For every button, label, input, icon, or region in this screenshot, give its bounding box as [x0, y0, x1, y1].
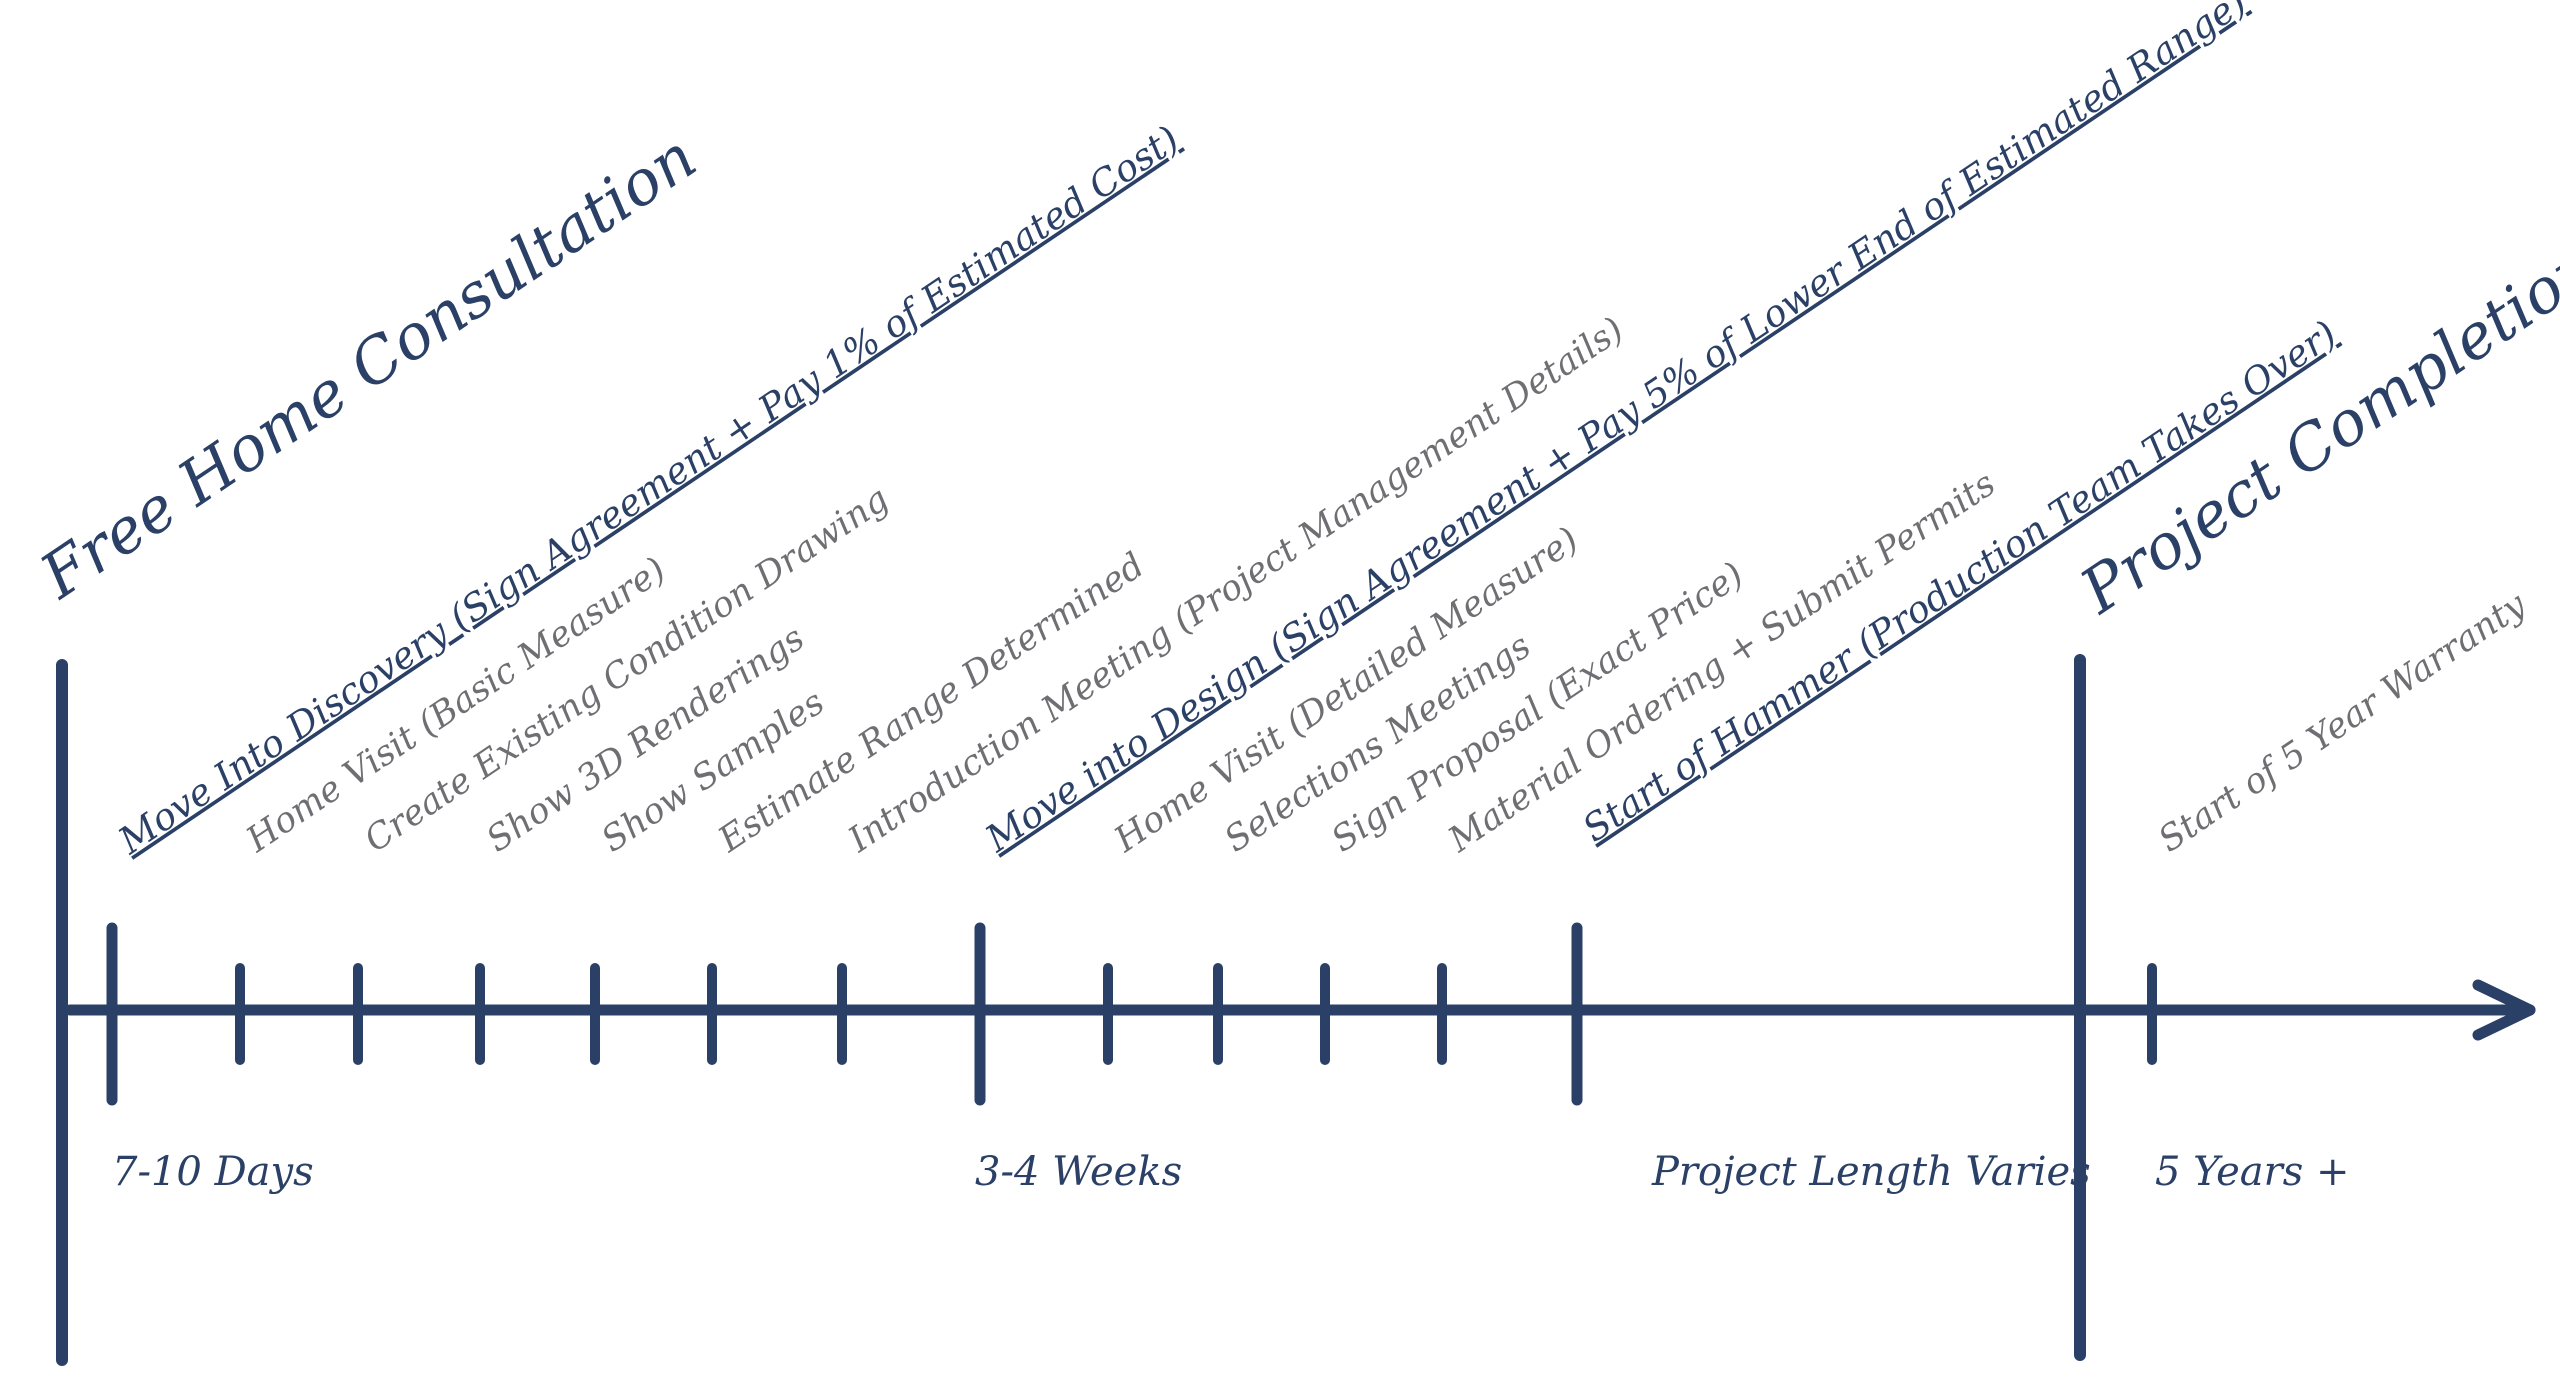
- step-start-of-warranty: Start of 5 Year Warranty: [2152, 584, 2535, 860]
- timeline-arrowhead: [2472, 979, 2536, 1041]
- phase-duration-warranty: 5 Years +: [2155, 1149, 2350, 1195]
- phase-duration-design: 3-4 Weeks: [975, 1149, 1182, 1195]
- project-completion-heading: Project Completion !: [2067, 203, 2560, 628]
- phase-duration-production: Project Length Varies: [1651, 1149, 2091, 1195]
- step-ticks: [235, 963, 2157, 1065]
- phase-duration-discovery: 7-10 Days: [112, 1149, 314, 1195]
